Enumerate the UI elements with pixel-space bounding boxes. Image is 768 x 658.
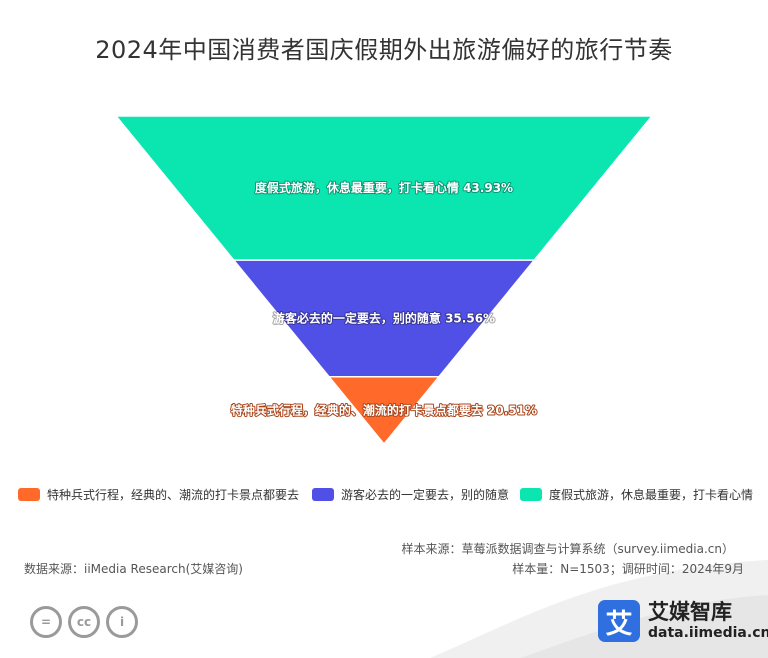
legend-label-2: 度假式旅游，休息最重要，打卡看心情 [549,488,754,502]
cc-icon: cc [68,606,100,638]
data-source: 数据来源：iiMedia Research(艾媒咨询) [24,562,243,576]
brand: 艾 艾媒智库 data.iimedia.cn [598,600,768,642]
funnel-label-1: 游客必去的一定要去，别的随意 35.56% [273,310,495,325]
legend-item-1: 游客必去的一定要去，别的随意 [312,486,509,503]
legend-swatch-1 [312,488,334,501]
funnel-chart: 度假式旅游，休息最重要，打卡看心情 43.93% 游客必去的一定要去，别的随意 3… [114,115,654,446]
sample-source: 样本来源：草莓派数据调查与计算系统（survey.iimedia.cn） [401,542,734,556]
funnel-label-2: 特种兵式行程，经典的、潮流的打卡景点都要去 20.51% [231,402,537,417]
page-title: 2024年中国消费者国庆假期外出旅游偏好的旅行节奏 [95,36,673,64]
brand-url: data.iimedia.cn [648,625,768,641]
funnel-segment-2 [327,375,441,446]
brand-logo-icon: 艾 [598,600,640,642]
funnel-label-0: 度假式旅游，休息最重要，打卡看心情 43.93% [255,180,513,195]
legend-label-0: 特种兵式行程，经典的、潮流的打卡景点都要去 [47,488,300,502]
legend-item-0: 特种兵式行程，经典的、潮流的打卡景点都要去 [18,486,299,503]
legend-item-2: 度假式旅游，休息最重要，打卡看心情 [520,486,753,503]
brand-name: 艾媒智库 [648,600,732,624]
legend-label-1: 游客必去的一定要去，别的随意 [341,488,510,502]
equals-icon: = [30,606,62,638]
sample-size: 样本量：N=1503；调研时间：2024年9月 [512,562,744,576]
legend-swatch-2 [520,488,542,501]
legend: 特种兵式行程，经典的、潮流的打卡景点都要去 游客必去的一定要去，别的随意 度假式旅游… [0,486,768,502]
legend-swatch-0 [18,488,40,501]
license-icons: = cc i [30,606,138,638]
person-icon: i [106,606,138,638]
